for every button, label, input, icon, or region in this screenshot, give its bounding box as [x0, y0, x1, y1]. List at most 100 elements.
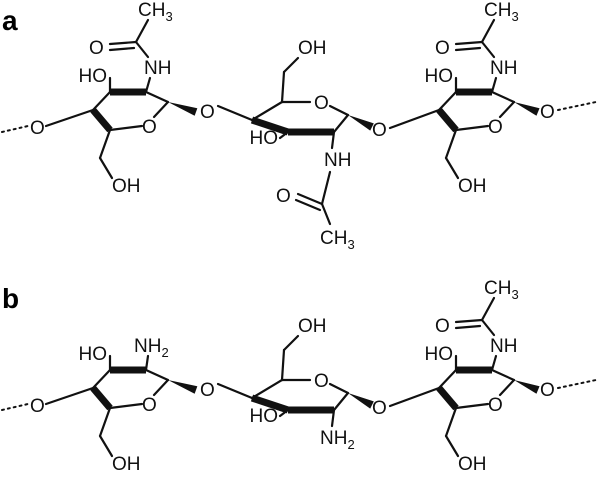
glycosidic-oxygen: O — [200, 102, 215, 123]
wedge-bond — [348, 115, 374, 131]
amide-bond — [134, 40, 150, 59]
n-bond — [330, 408, 336, 428]
ring-bond — [152, 378, 170, 397]
glycosidic-oxygen: O — [540, 102, 555, 123]
methyl-label: CH3 — [484, 0, 519, 24]
methyl-bond — [480, 296, 496, 322]
amide-bond — [480, 318, 496, 337]
glycosidic-bond — [388, 386, 441, 408]
ring-bond — [250, 378, 284, 400]
ring-bond — [490, 368, 516, 382]
glycosidic-bond — [216, 382, 254, 400]
carbonyl-oxygen: O — [435, 316, 450, 337]
hydroxyl-label: HO — [79, 344, 108, 365]
ch2-bond — [444, 406, 458, 438]
ch2-bond — [444, 156, 460, 180]
carbonyl-bond — [454, 318, 484, 324]
ch2oh-label: OH — [298, 38, 327, 59]
ring-oxygen: O — [314, 371, 329, 392]
carbonyl-oxygen: O — [435, 38, 450, 59]
ch2-bond — [444, 434, 460, 458]
carbonyl-bond — [296, 192, 324, 206]
hydroxyl-label: HO — [250, 406, 279, 427]
methyl-label-subscript: 3 — [511, 9, 518, 24]
ring-bond — [250, 100, 284, 122]
glycosidic-bond — [44, 108, 95, 128]
carbonyl-bond — [454, 324, 482, 330]
methyl-bond — [320, 202, 332, 226]
methyl-label-main: CH — [484, 0, 511, 21]
panel-label: a — [2, 5, 18, 36]
amine-label-subscript: 2 — [347, 437, 354, 452]
glycosidic-oxygen: O — [30, 118, 45, 139]
ring-bond — [498, 378, 516, 397]
ch2-bond — [98, 128, 112, 160]
ring-bond — [144, 90, 170, 104]
ring-bond — [152, 100, 170, 119]
n-bond — [490, 76, 498, 94]
hydroxyl-label: HO — [425, 344, 454, 365]
panel-label: b — [2, 283, 19, 314]
methyl-label-subscript: 3 — [165, 9, 172, 24]
ch2-bond — [282, 334, 300, 352]
amine-label: NH2 — [134, 336, 169, 360]
ring-front-bond — [436, 107, 459, 133]
amine-label-subscript: 2 — [161, 345, 168, 360]
glycosidic-oxygen: O — [540, 380, 555, 401]
n-bond — [144, 76, 152, 94]
hydroxyl-bond — [278, 408, 290, 418]
wedge-bond — [168, 380, 198, 394]
amide-bond — [320, 170, 332, 206]
ch2oh-label: OH — [112, 454, 141, 475]
chain-continuation — [1, 403, 29, 411]
ring-bond — [144, 368, 170, 382]
ring-bond — [454, 402, 490, 410]
nh-label: NH — [324, 150, 351, 171]
methyl-bond — [134, 18, 150, 44]
wedge-bond — [168, 102, 198, 116]
wedge-bond — [514, 380, 540, 394]
methyl-label-subscript: 3 — [511, 287, 518, 302]
carbonyl-bond — [294, 198, 322, 212]
carbonyl-oxygen: O — [276, 186, 291, 207]
hydroxyl-bond — [278, 130, 290, 140]
ring-bond — [108, 402, 144, 410]
ch2-bond — [444, 128, 458, 160]
ring-bond — [91, 368, 112, 390]
methyl-label-subscript: 3 — [347, 237, 354, 252]
ring-oxygen: O — [488, 395, 503, 416]
ring-bond — [437, 90, 458, 112]
n-bond — [144, 354, 150, 372]
ring-bond — [91, 90, 112, 112]
ch2-bond — [280, 348, 286, 382]
ring-bond — [332, 113, 350, 134]
hydroxyl-label: HO — [250, 128, 279, 149]
glycosidic-bond — [388, 108, 441, 130]
chain-continuation — [557, 101, 597, 111]
ring-front-bond — [90, 385, 113, 411]
methyl-bond — [480, 18, 496, 44]
ring-oxygen: O — [142, 395, 157, 416]
methyl-label: CH3 — [138, 0, 173, 24]
amide-bond — [480, 40, 496, 59]
carbonyl-bond — [108, 40, 138, 46]
carbonyl-bond — [454, 46, 482, 52]
ring-bond — [328, 104, 350, 117]
ring-oxygen: O — [314, 93, 329, 114]
n-bond — [490, 354, 498, 372]
chain-continuation — [1, 125, 29, 133]
ring-front-bond — [90, 107, 113, 133]
glycosidic-bond — [216, 104, 254, 122]
ch2oh-label: OH — [298, 316, 327, 337]
chain-continuation — [557, 379, 597, 389]
amine-label-main: NH — [320, 428, 347, 449]
ring-bond — [328, 382, 350, 395]
hydroxyl-label: HO — [79, 66, 108, 87]
ring-front-bond — [436, 385, 459, 411]
hydroxyl-label: HO — [425, 66, 454, 87]
amine-label: NH2 — [320, 428, 355, 452]
ch2-bond — [98, 434, 114, 458]
